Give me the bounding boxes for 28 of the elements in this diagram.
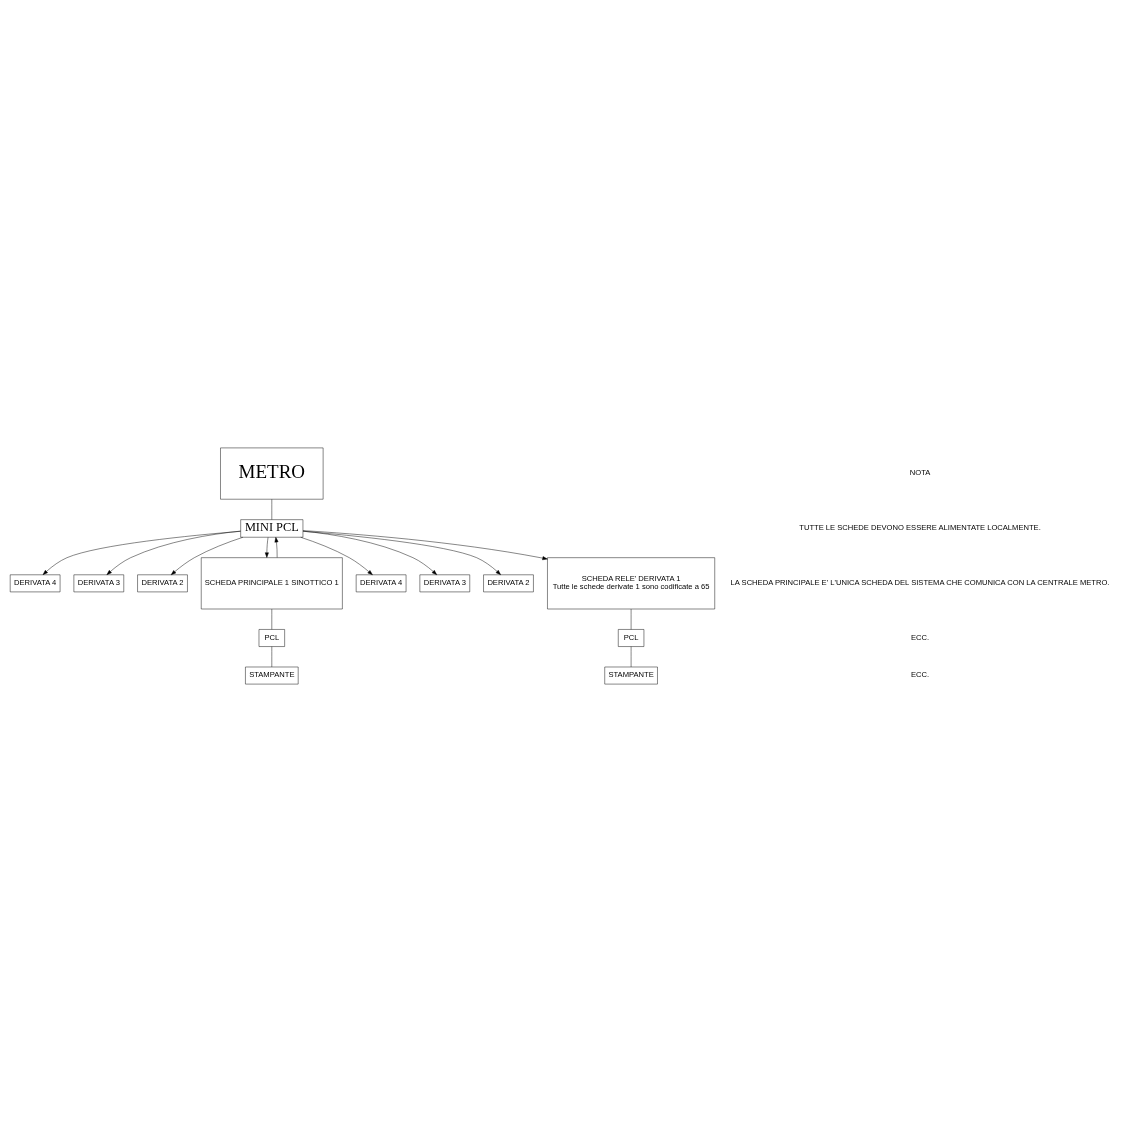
label: ECC.	[910, 632, 930, 642]
arrow	[302, 530, 501, 575]
node-box: DERIVATA 3	[419, 574, 470, 592]
arrow	[106, 530, 241, 575]
node-box: STAMPANTE	[604, 666, 658, 684]
node-box: DERIVATA 2	[483, 574, 534, 592]
arrow	[302, 530, 437, 575]
label: LA SCHEDA PRINCIPALE E' L'UNICA SCHEDA DEL SISTEMA CHE COMUNICA CON LA CENTRALE METRO.	[730, 577, 1110, 587]
node-box: MINI PCL	[240, 518, 304, 537]
node-box: SCHEDA RELE' DERIVATA 1 Tutte le schede derivate 1 sono codificate a 65	[547, 556, 715, 609]
node-box: PCL	[258, 628, 285, 647]
node-box: METRO	[220, 447, 324, 499]
node-box: PCL	[618, 628, 645, 647]
node-box: DERIVATA 3	[73, 574, 124, 592]
label: ECC.	[910, 669, 930, 679]
label: TUTTE LE SCHEDE DEVONO ESSERE ALIMENTATE LOCALMENTE.	[799, 522, 1041, 532]
arrow	[42, 530, 241, 575]
node-box: SCHEDA PRINCIPALE 1 SINOTTICO 1	[201, 556, 343, 609]
node-box: DERIVATA 4	[9, 574, 61, 592]
label: NOTA	[909, 467, 931, 477]
arrow	[302, 529, 548, 560]
arrow	[264, 536, 269, 558]
arrow	[274, 536, 279, 558]
node-box: DERIVATA 2	[137, 574, 188, 592]
arrow	[170, 536, 244, 575]
node-box: STAMPANTE	[245, 666, 299, 684]
node-box: DERIVATA 4	[355, 574, 407, 592]
arrow	[300, 536, 373, 575]
